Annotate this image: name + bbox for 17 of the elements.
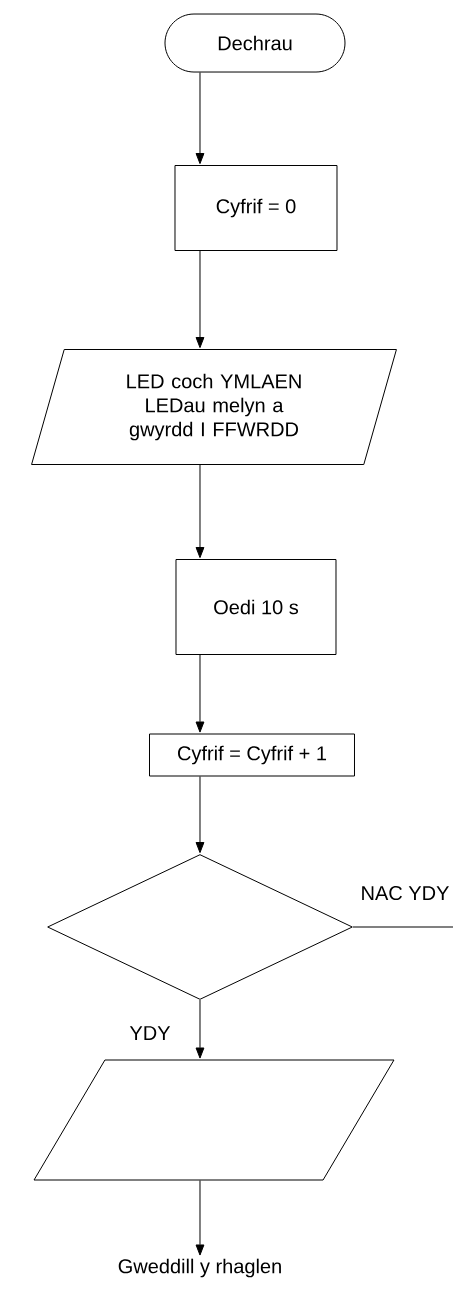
edge-label: YDY [128,1025,172,1041]
input-output-parallelogram [33,1059,395,1181]
connector-line [352,926,454,928]
arrow [195,1180,205,1256]
process-box: Oedi 10 s [175,559,337,655]
process-box: Cyfrif = 0 [174,165,338,251]
arrow [195,776,205,854]
arrow [195,464,205,559]
arrow [195,999,205,1059]
edge-label: NAC YDY [359,884,451,902]
process-box: Cyfrif = Cyfrif + 1 [149,733,355,777]
arrow [195,72,205,165]
input-output-parallelogram: LED coch YMLAEN LEDau melyn a gwyrdd I FFWRDD [31,349,397,465]
decision-diamond [47,854,353,1000]
arrow [195,250,205,349]
end-text: Gweddill y rhaglen [118,1258,281,1278]
arrow [195,654,205,733]
